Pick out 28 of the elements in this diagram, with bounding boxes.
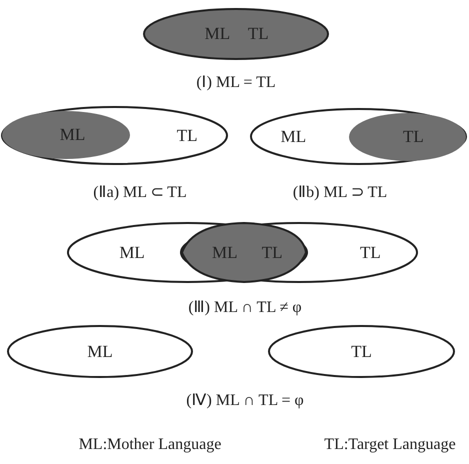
intersection-region xyxy=(180,222,308,283)
set-label: TL xyxy=(176,126,198,146)
set-label: ML xyxy=(280,126,306,146)
set-label: ML xyxy=(204,24,230,44)
set-label: TL xyxy=(403,127,424,147)
set-ellipse xyxy=(268,325,455,378)
abbreviation-note: ML:Mother Language xyxy=(78,436,222,454)
shaded-set-ellipse xyxy=(348,112,467,162)
set-label: ML xyxy=(87,342,113,362)
shaded-set-ellipse xyxy=(143,8,329,60)
set-ellipse xyxy=(180,222,418,283)
set-ellipse xyxy=(1,106,228,165)
set-ellipse xyxy=(7,325,193,378)
set-label: ML xyxy=(212,242,238,262)
set-label: TL xyxy=(360,242,381,262)
relation-caption: (Ⅱb) ML ⊃ TL xyxy=(292,183,388,202)
set-label: TL xyxy=(351,342,372,362)
relation-caption: (Ⅲ) ML ∩ TL ≠ φ xyxy=(188,298,302,317)
set-label: TL xyxy=(248,24,269,44)
relation-caption: (Ⅱa) ML ⊂ TL xyxy=(93,183,187,202)
abbreviation-note: TL:Target Language xyxy=(324,436,456,454)
set-label: ML xyxy=(119,242,145,262)
set-label: TL xyxy=(262,242,283,262)
relation-caption: (Ⅰ) ML = TL xyxy=(196,73,276,92)
set-ellipse xyxy=(250,108,467,165)
shaded-set-ellipse xyxy=(1,110,131,160)
relation-caption: (Ⅳ) ML ∩ TL = φ xyxy=(186,391,304,410)
set-label: ML xyxy=(60,125,86,145)
